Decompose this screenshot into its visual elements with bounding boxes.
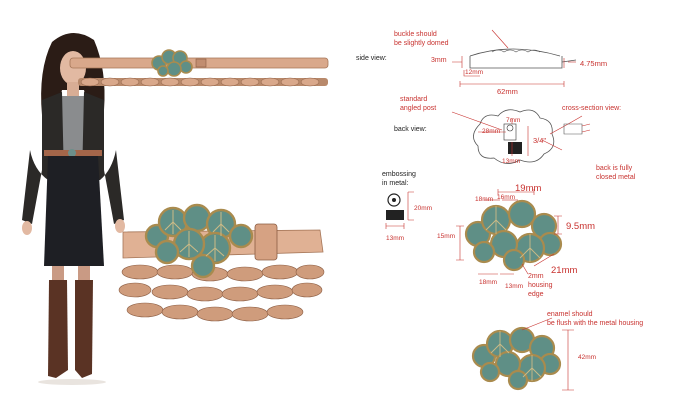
housing-edge-2: housing (528, 282, 553, 289)
front-dim-18mm-b: 18mm (479, 279, 498, 286)
back-dim-7mm: 7mm (506, 117, 521, 124)
back-view-drawing (451, 109, 591, 164)
embossing-label-2: in metal: (382, 180, 409, 187)
front-dim-13mm: 13mm (505, 283, 524, 290)
domed-note-2: be slightly domed (394, 40, 449, 47)
back-closed-2: closed metal (596, 174, 636, 181)
front-buckle-drawing (456, 189, 563, 275)
emb-dim-13mm: 13mm (386, 235, 405, 242)
embossing-label-1: embossing (382, 171, 416, 178)
side-dim-12mm: 12mm (465, 69, 484, 76)
front-dim-21mm: 21mm (551, 265, 578, 276)
model-photo (22, 32, 125, 385)
enamel-note-2: be flush with the metal housing (547, 320, 644, 327)
side-view-drawing (452, 29, 577, 87)
front-dim-9-5mm: 9.5mm (566, 221, 596, 232)
side-dim-3mm: 3mm (431, 57, 447, 64)
front-dim-15mm: 15mm (437, 233, 456, 240)
back-dim-28mm: 28mm (482, 128, 501, 135)
enamel-note-1: enamel should (547, 311, 593, 318)
belt-braided-top (78, 77, 328, 87)
bottom-dim-42mm: 42mm (578, 354, 597, 361)
front-dim-16mm: 16mm (497, 194, 516, 201)
housing-edge-3: edge (528, 291, 544, 298)
post-note-2: angled post (400, 105, 437, 112)
front-dim-19mm: 19mm (515, 183, 542, 194)
side-dim-62mm: 62mm (497, 87, 518, 96)
bottom-buckle-drawing (471, 317, 574, 391)
back-view-label: back view: (394, 126, 427, 133)
cross-section-label: cross-section view: (562, 105, 622, 112)
domed-note-1: buckle should (394, 31, 437, 38)
back-closed-1: back is fully (596, 165, 633, 172)
belt-straight-top (69, 57, 329, 69)
buckle-small (151, 49, 193, 77)
embossing-logo (385, 191, 414, 229)
post-note-1: standard (400, 96, 428, 103)
housing-edge-1: 2mm (528, 273, 544, 280)
emb-dim-20mm: 20mm (414, 205, 433, 212)
side-dim-4-75mm: 4.75mm (580, 59, 608, 68)
back-dim-13mm: 13mm (502, 158, 521, 165)
front-dim-18mm-a: 18mm (475, 196, 494, 203)
back-dim-3-4: 3/4" (533, 136, 547, 145)
belt-closeup (118, 203, 325, 322)
side-view-label: side view: (356, 55, 387, 62)
